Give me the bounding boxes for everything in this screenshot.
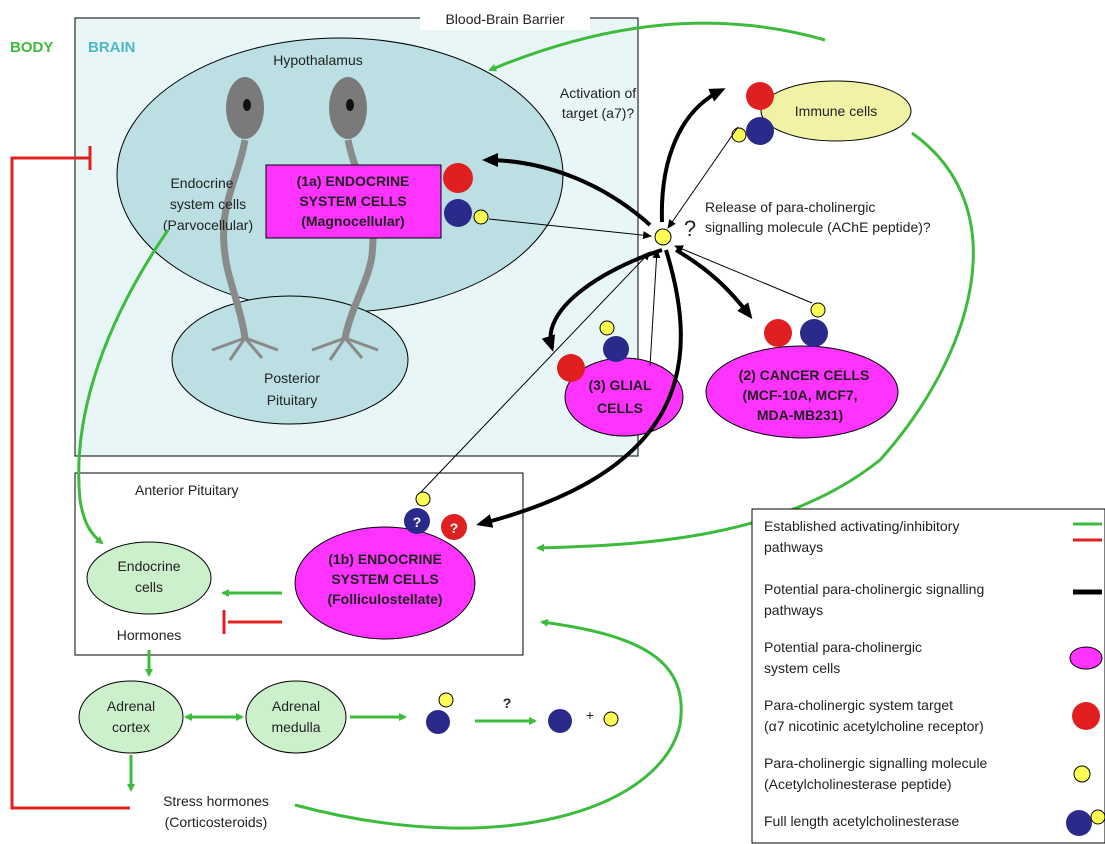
cancer-label-2: (MCF-10A, MCF7,: [742, 387, 857, 403]
release-label-2: signalling molecule (AChE peptide)?: [705, 219, 931, 235]
legend-item-5-line-1: Para-cholinergic signalling molecule: [764, 755, 988, 771]
para-cholinergic-arrows: [476, 88, 753, 528]
adrenal-medulla-ellipse: [245, 680, 347, 754]
peptide-yellow-cleaved: [603, 711, 619, 727]
cancer-label-3: MDA-MB231): [757, 407, 843, 423]
magno-label-3: (Magnocellular): [301, 213, 404, 229]
legend-yellow-circle: [1073, 765, 1091, 783]
release-label-1: Release of para-cholinergic: [705, 199, 875, 215]
peptide-yellow-glial: [599, 320, 615, 336]
legend-navy-circle: [1066, 810, 1092, 836]
plus-sign: +: [586, 707, 594, 723]
ache-navy-medulla: [426, 710, 450, 734]
anterior-pituitary-label: Anterior Pituitary: [135, 482, 238, 498]
legend-item-4-line-1: Para-cholinergic system target: [764, 697, 953, 713]
legend: Established activating/inhibitory pathwa…: [751, 508, 1105, 844]
hub-peptide: [654, 228, 672, 246]
legend-item-3-line-2: system cells: [764, 660, 840, 676]
legend-item-2-line-1: Potential para-cholinergic signalling: [764, 581, 984, 597]
immune-label: Immune cells: [795, 103, 877, 119]
ache-navy-magno: [444, 199, 472, 227]
hormones-label: Hormones: [117, 627, 182, 643]
ache-navy-cleaved: [548, 709, 572, 733]
follic-label-2: SYSTEM CELLS: [331, 571, 438, 587]
endocrine-cells-ellipse: [86, 541, 212, 615]
activation-label-1: Activation of: [560, 85, 636, 101]
glial-label-1: (3) GLIAL: [589, 377, 652, 393]
receptor-red-glial: [557, 354, 585, 382]
peptide-yellow-cancer: [810, 302, 826, 318]
follic-label-3: (Folliculostellate): [327, 591, 442, 607]
cancer-label-1: (2) CANCER CELLS: [739, 367, 870, 383]
adrenal-cortex-label-1: Adrenal: [107, 698, 155, 714]
hub-question: ?: [684, 216, 696, 241]
hypothalamus-label: Hypothalamus: [273, 52, 363, 68]
posterior-pituitary-label-2: Pituitary: [267, 392, 318, 408]
legend-navy-yellow: [1090, 809, 1105, 825]
inhibitory-pathways: [10, 146, 282, 810]
peptide-yellow-magno: [473, 209, 489, 225]
posterior-pituitary-label-1: Posterior: [264, 370, 320, 386]
legend-item-1-line-2: pathways: [764, 539, 823, 555]
peptide-yellow-follic: [415, 491, 431, 507]
adrenal-medulla-label-2: medulla: [271, 719, 320, 735]
ache-navy-glial: [603, 336, 629, 362]
receptor-red-magno: [443, 163, 473, 193]
magno-label-2: SYSTEM CELLS: [299, 193, 406, 209]
adrenal-medulla-label-1: Adrenal: [272, 698, 320, 714]
glial-label-2: CELLS: [597, 400, 643, 416]
legend-item-2-line-2: pathways: [764, 602, 823, 618]
follic-question-red: ?: [450, 520, 459, 536]
follic-label-1: (1b) ENDOCRINE: [328, 551, 442, 567]
stress-label-1: Stress hormones: [163, 793, 269, 809]
brain-label: BRAIN: [88, 39, 136, 56]
legend-item-5-line-2: (Acetylcholinesterase peptide): [764, 776, 952, 792]
legend-magenta-ellipse: [1069, 646, 1103, 670]
immune-cells-ellipse: [760, 80, 912, 142]
cleavage-question: ?: [503, 695, 512, 711]
cancer-cells-ellipse: [705, 345, 899, 439]
magnocellular-box: [265, 164, 442, 239]
bbb-label: Blood-Brain Barrier: [445, 11, 564, 27]
peptide-yellow-immune: [731, 127, 747, 143]
ache-navy-follic: [404, 508, 430, 534]
stress-label-2: (Corticosteroids): [165, 814, 268, 830]
folliculostellate-ellipse: [294, 526, 476, 640]
legend-item-3-line-1: Potential para-cholinergic: [764, 639, 922, 655]
peptide-yellow-medulla: [438, 692, 454, 708]
endocrine-cells-label-1: Endocrine: [117, 558, 180, 574]
magno-label-1: (1a) ENDOCRINE: [297, 173, 410, 189]
receptor-red-follic: [441, 514, 467, 540]
ache-navy-cancer: [800, 319, 828, 347]
parvo-label-2: system cells: [170, 196, 246, 212]
activation-label-2: target (a7)?: [562, 105, 635, 121]
endocrine-cells-label-2: cells: [135, 579, 163, 595]
body-label: BODY: [10, 39, 53, 56]
follic-question-blue: ?: [413, 514, 422, 530]
adrenal-cortex-label-2: cortex: [112, 719, 150, 735]
receptor-red-cancer: [764, 319, 792, 347]
parvo-label-3: (Parvocellular): [163, 217, 253, 233]
neuron-left: [211, 77, 279, 361]
legend-item-1-line-1: Established activating/inhibitory: [764, 518, 959, 534]
established-pathways: [77, 21, 975, 830]
ache-navy-immune: [746, 117, 774, 145]
legend-red-circle: [1072, 702, 1100, 730]
parvo-label-1: Endocrine: [170, 175, 233, 191]
thin-arrows: [420, 126, 813, 493]
adrenal-cortex-ellipse: [78, 680, 184, 754]
legend-item-4-line-2: (α7 nicotinic acetylcholine receptor): [764, 718, 984, 734]
receptor-red-immune: [746, 82, 774, 110]
legend-item-6-line-1: Full length acetylcholinesterase: [764, 813, 960, 829]
